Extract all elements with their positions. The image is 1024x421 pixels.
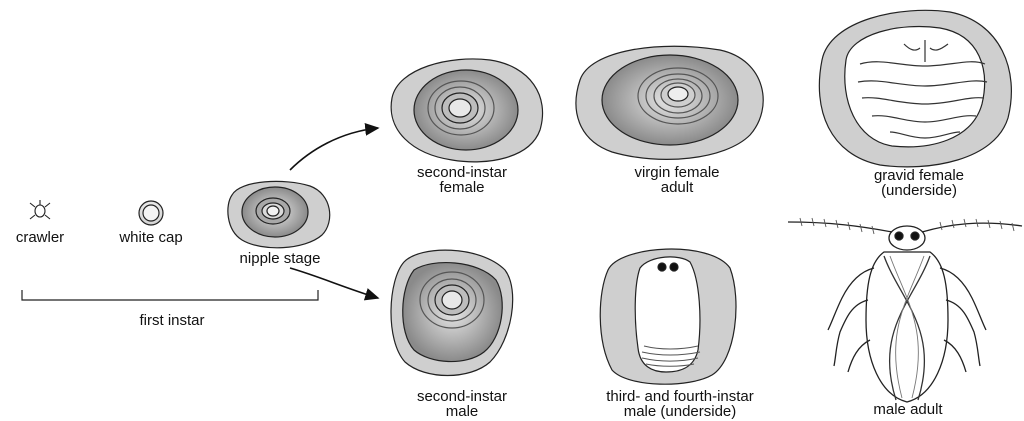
first-instar-bracket	[22, 290, 318, 300]
virgin-female-adult-figure	[576, 46, 763, 159]
second-instar-male-figure	[391, 250, 513, 375]
gravid-female-figure	[819, 10, 1011, 167]
third-fourth-instar-male-figure	[600, 249, 736, 384]
label-white-cap: white cap	[100, 230, 202, 245]
label-second-instar-male: second-instar male	[382, 389, 542, 419]
label-gravid-female: gravid female (underside)	[844, 168, 994, 198]
label-crawler: crawler	[4, 230, 76, 245]
label-second-instar-female: second-instar female	[382, 165, 542, 195]
second-instar-female-figure	[391, 59, 542, 162]
label-first-instar: first instar	[112, 313, 232, 328]
label-third-fourth-instar-male: third- and fourth-instar male (underside…	[580, 389, 780, 419]
crawler-figure	[30, 200, 50, 219]
label-nipple-stage: nipple stage	[215, 251, 345, 266]
arrow-to-female	[290, 128, 378, 170]
nipple-stage-figure	[228, 181, 330, 247]
label-male-adult: male adult	[838, 402, 978, 417]
arrow-to-male	[290, 268, 378, 298]
male-adult-figure	[788, 218, 1022, 402]
white-cap-figure	[139, 201, 163, 225]
label-virgin-female-adult: virgin female adult	[592, 165, 762, 195]
